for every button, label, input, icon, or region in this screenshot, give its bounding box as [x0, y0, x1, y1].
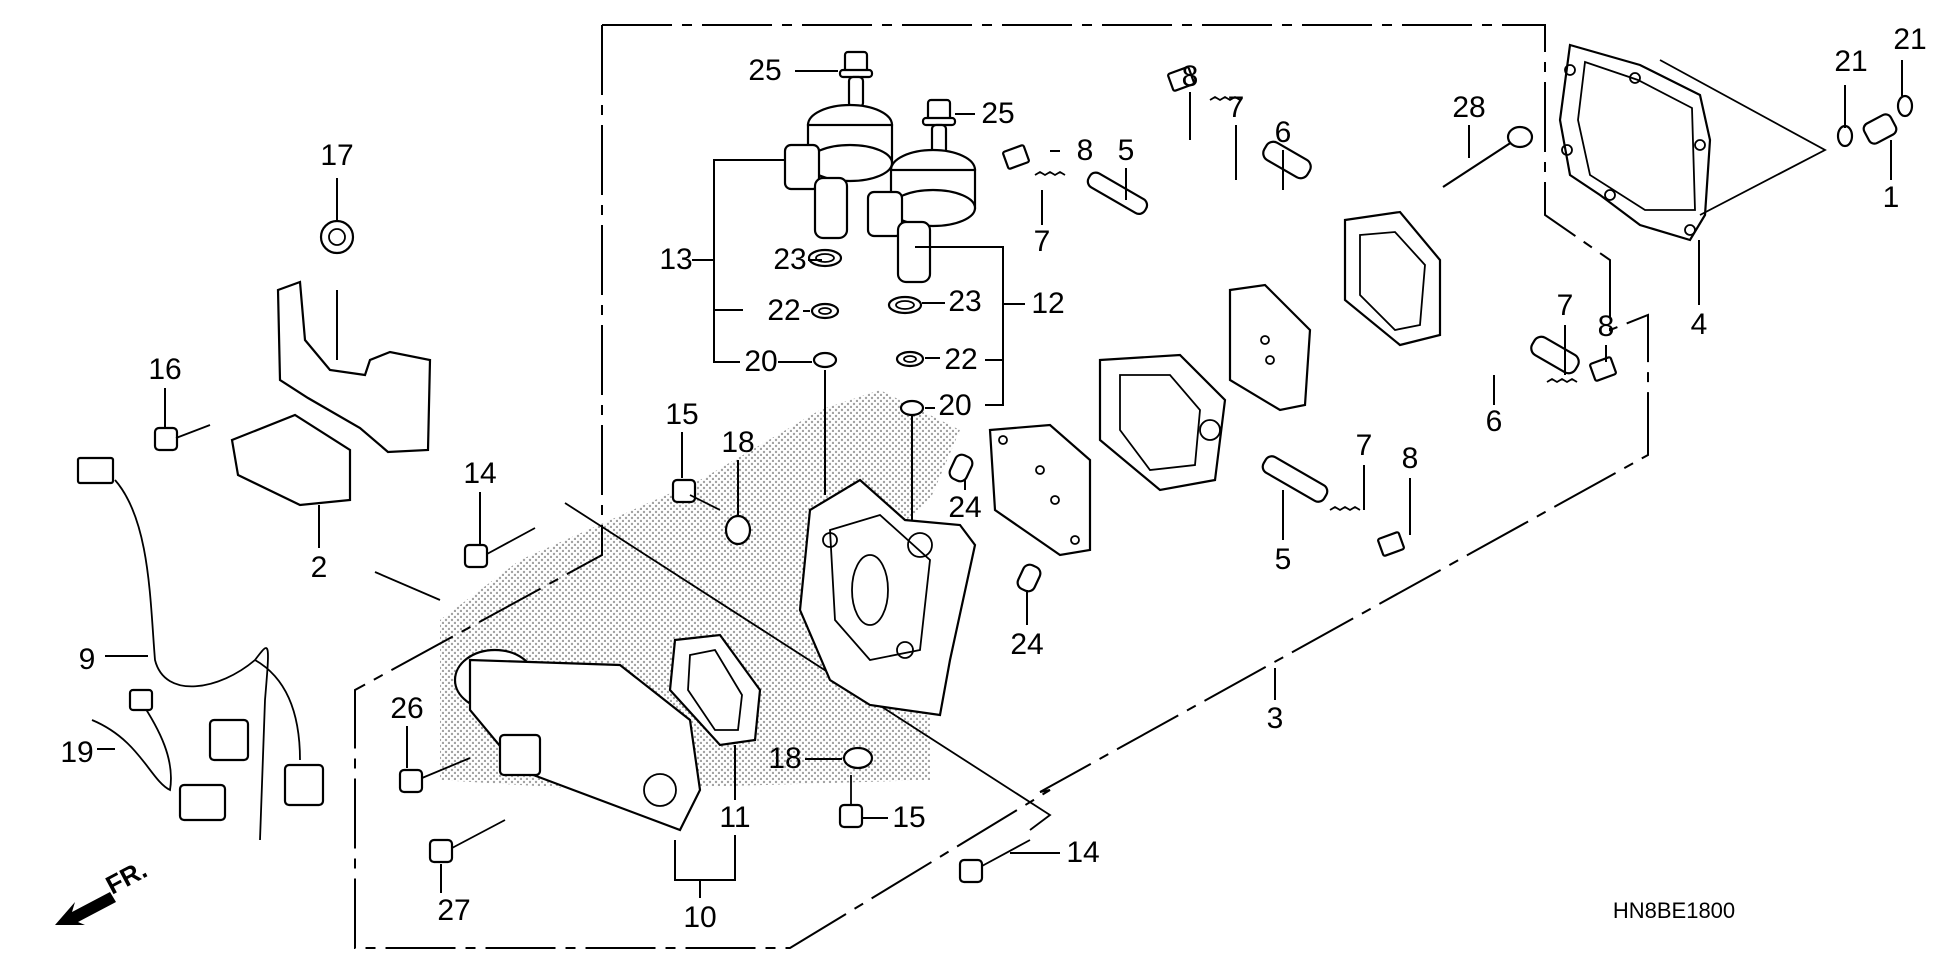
assembly-boundary-lower	[374, 502, 1052, 831]
callout-14-upper[interactable]: 14	[463, 457, 497, 490]
bolt-28-drawing	[1442, 125, 1534, 188]
callout-14-lower[interactable]: 14	[1066, 836, 1100, 869]
bolt-25a-drawing	[795, 50, 874, 109]
callout-8-right[interactable]: 8	[1597, 310, 1615, 343]
valve-body-middle-drawing	[1098, 353, 1227, 492]
bracket-13	[692, 159, 785, 363]
callout-24-lower[interactable]: 24	[1010, 628, 1044, 661]
callout-5-lower[interactable]: 5	[1274, 543, 1292, 576]
callout-2[interactable]: 2	[310, 551, 328, 584]
gasket-4-drawing	[1558, 43, 1827, 305]
separator-plate-drawing	[988, 423, 1092, 557]
callout-23-right[interactable]: 23	[948, 285, 982, 318]
front-arrow-icon: FR.	[55, 854, 152, 925]
callout-7-lower[interactable]: 7	[1355, 429, 1373, 462]
callout-19[interactable]: 19	[60, 736, 94, 769]
callout-10[interactable]: 10	[683, 901, 717, 934]
bolt-25b-drawing	[921, 98, 975, 157]
callout-8-left[interactable]: 8	[1076, 134, 1094, 167]
callout-27[interactable]: 27	[437, 894, 471, 927]
solenoid-10-drawing	[453, 648, 702, 832]
callout-6-top[interactable]: 6	[1274, 116, 1292, 149]
callout-20-right[interactable]: 20	[938, 389, 972, 422]
callout-17[interactable]: 17	[320, 139, 354, 172]
callout-8-lower[interactable]: 8	[1401, 442, 1419, 475]
callout-23-left[interactable]: 23	[773, 243, 807, 276]
callout-25-upper[interactable]: 25	[748, 54, 782, 87]
callout-21-left[interactable]: 21	[1834, 45, 1868, 78]
callout-18-upper[interactable]: 18	[721, 426, 755, 459]
callout-1[interactable]: 1	[1882, 181, 1900, 214]
callout-28[interactable]: 28	[1452, 91, 1486, 124]
collar-1-drawing	[1836, 60, 1914, 180]
callout-20-left[interactable]: 20	[744, 345, 778, 378]
separator-plate-upper-drawing	[1228, 283, 1312, 412]
bracket-cover-drawing	[153, 178, 432, 548]
callout-16[interactable]: 16	[148, 353, 182, 386]
harness-band-19-drawing	[91, 688, 172, 792]
dowel-pins-drawing	[948, 453, 1042, 625]
callout-18-lower[interactable]: 18	[768, 742, 802, 775]
gasket-11-drawing	[668, 633, 762, 898]
callout-7-top[interactable]: 7	[1227, 91, 1245, 124]
assembly-boundary-upper	[354, 24, 1649, 949]
callout-25-lower[interactable]: 25	[981, 97, 1015, 130]
callout-13[interactable]: 13	[659, 243, 693, 276]
valve-body-main-drawing	[798, 478, 977, 717]
callout-8-top[interactable]: 8	[1181, 60, 1199, 93]
front-direction-indicator: FR.	[50, 850, 190, 930]
bolts-drawing	[398, 432, 1060, 893]
callout-11[interactable]: 11	[719, 801, 751, 834]
bracket-12	[915, 246, 1025, 406]
valve-parts-drawing	[1002, 66, 1617, 700]
solenoid-13-drawing	[783, 103, 894, 240]
callout-7-left[interactable]: 7	[1033, 225, 1051, 258]
callout-9[interactable]: 9	[78, 643, 96, 676]
callout-22-left[interactable]: 22	[767, 294, 801, 327]
callout-15-lower[interactable]: 15	[892, 801, 926, 834]
callout-5-top[interactable]: 5	[1117, 134, 1135, 167]
callout-12[interactable]: 12	[1031, 287, 1065, 320]
callout-7-right[interactable]: 7	[1556, 289, 1574, 322]
callout-4[interactable]: 4	[1690, 308, 1708, 341]
callout-22-right[interactable]: 22	[944, 343, 978, 376]
valve-body-upper-drawing	[1343, 210, 1442, 347]
callout-26[interactable]: 26	[390, 692, 424, 725]
callout-21-right[interactable]: 21	[1893, 23, 1927, 56]
harness-9-drawing	[76, 456, 325, 841]
callout-15-upper[interactable]: 15	[665, 398, 699, 431]
callout-3[interactable]: 3	[1266, 702, 1284, 735]
callout-6-right[interactable]: 6	[1485, 405, 1503, 438]
callout-24-upper[interactable]: 24	[948, 491, 982, 524]
diagram-code: HN8BE1800	[1612, 898, 1736, 923]
solenoid-12-drawing	[866, 148, 977, 284]
o-rings-left	[778, 248, 843, 495]
